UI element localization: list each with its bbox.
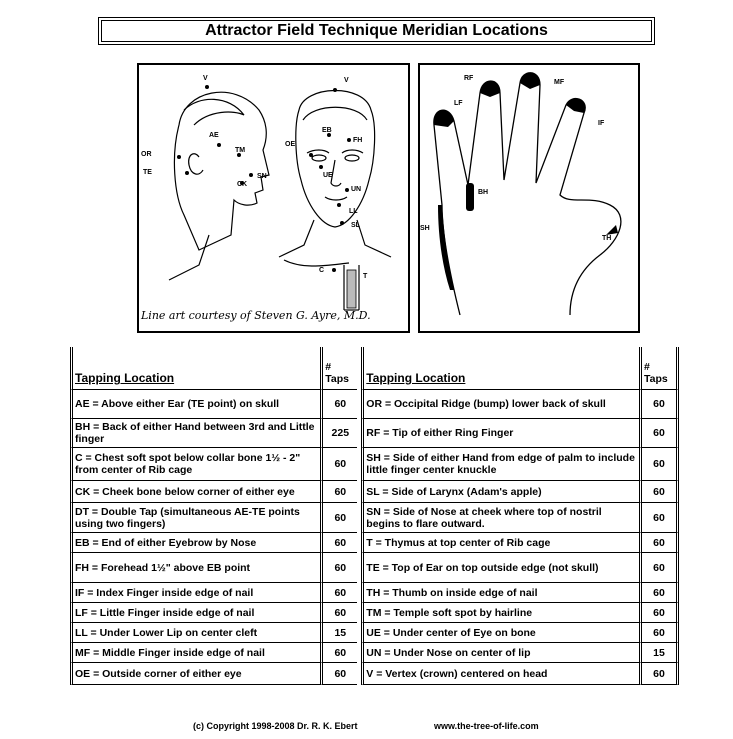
- cell-taps-right: 60: [639, 448, 679, 481]
- cell-taps-right: 60: [639, 623, 679, 643]
- label-th: TH: [602, 235, 612, 242]
- cell-taps-left: 15: [320, 623, 358, 643]
- footer-website: www.the-tree-of-life.com: [434, 721, 539, 731]
- header-location-right: Tapping Location: [361, 347, 639, 390]
- footer-copyright: (c) Copyright 1998-2008 Dr. R. K. Ebert: [193, 721, 358, 731]
- label-if: IF: [598, 120, 605, 127]
- cell-taps-right: 60: [639, 503, 679, 533]
- header-taps-left: #Taps: [320, 347, 358, 390]
- cell-location-left: AE = Above either Ear (TE point) on skul…: [70, 390, 321, 419]
- cell-location-right: V = Vertex (crown) centered on head: [361, 663, 639, 685]
- table-row: CK = Cheek bone below corner of either e…: [70, 481, 679, 503]
- cell-taps-right: 60: [639, 603, 679, 623]
- label-sn: SN: [257, 173, 267, 180]
- cell-location-left: IF = Index Finger inside edge of nail: [70, 583, 321, 603]
- cell-taps-left: 60: [320, 603, 358, 623]
- label-lf: LF: [454, 100, 463, 107]
- table-row: C = Chest soft spot below collar bone 1½…: [70, 448, 679, 481]
- cell-location-right: OR = Occipital Ridge (bump) lower back o…: [361, 390, 639, 419]
- label-t: T: [363, 273, 368, 280]
- label-ll: LL: [349, 208, 358, 215]
- cell-location-left: LL = Under Lower Lip on center cleft: [70, 623, 321, 643]
- label-rf: RF: [464, 75, 474, 82]
- table-row: DT = Double Tap (simultaneous AE-TE poin…: [70, 503, 679, 533]
- cell-taps-right: 60: [639, 419, 679, 448]
- cell-location-right: SN = Side of Nose at cheek where top of …: [361, 503, 639, 533]
- cell-location-right: TE = Top of Ear on top outside edge (not…: [361, 553, 639, 583]
- table-header-row: Tapping Location #Taps Tapping Location …: [70, 347, 679, 390]
- hand-illustration-panel: RF MF LF IF BH SH TH: [418, 63, 640, 333]
- label-ae: AE: [209, 132, 219, 139]
- cell-location-left: LF = Little Finger inside edge of nail: [70, 603, 321, 623]
- cell-location-left: C = Chest soft spot below collar bone 1½…: [70, 448, 321, 481]
- cell-location-right: TM = Temple soft spot by hairline: [361, 603, 639, 623]
- cell-location-right: SH = Side of either Hand from edge of pa…: [361, 448, 639, 481]
- header-location-left: Tapping Location: [70, 347, 321, 390]
- label-fh: FH: [353, 137, 363, 144]
- cell-taps-left: 60: [320, 583, 358, 603]
- cell-location-left: MF = Middle Finger inside edge of nail: [70, 643, 321, 663]
- label-oe: OE: [285, 141, 296, 148]
- label-te: TE: [143, 169, 152, 176]
- label-sl: SL: [351, 222, 360, 229]
- cell-taps-right: 60: [639, 533, 679, 553]
- image-credit: Line art courtesy of Steven G. Ayre, M.D…: [141, 309, 371, 322]
- cell-location-left: DT = Double Tap (simultaneous AE-TE poin…: [70, 503, 321, 533]
- cell-location-left: EB = End of either Eyebrow by Nose: [70, 533, 321, 553]
- cell-location-right: RF = Tip of either Ring Finger: [361, 419, 639, 448]
- header-taps-right: #Taps: [639, 347, 679, 390]
- cell-taps-left: 60: [320, 533, 358, 553]
- label-sh: SH: [420, 225, 430, 232]
- title-box: Attractor Field Technique Meridian Locat…: [98, 17, 655, 45]
- cell-location-left: OE = Outside corner of either eye: [70, 663, 321, 685]
- cell-taps-right: 60: [639, 481, 679, 503]
- cell-taps-left: 60: [320, 643, 358, 663]
- cell-taps-right: 15: [639, 643, 679, 663]
- cell-location-left: BH = Back of either Hand between 3rd and…: [70, 419, 321, 448]
- label-un: UN: [351, 186, 362, 193]
- cell-taps-right: 60: [639, 583, 679, 603]
- cell-taps-left: 60: [320, 663, 358, 685]
- cell-location-left: FH = Forehead 1½" above EB point: [70, 553, 321, 583]
- table-row: BH = Back of either Hand between 3rd and…: [70, 419, 679, 448]
- cell-location-right: T = Thymus at top center of Rib cage: [361, 533, 639, 553]
- label-ck: CK: [237, 181, 248, 188]
- cell-taps-right: 60: [639, 663, 679, 685]
- face-illustration-panel: V AE TM OR TE CK SN V EB FH OE UE UN LL …: [137, 63, 410, 333]
- hand-line-art: [433, 72, 622, 316]
- meridian-table: Tapping Location #Taps Tapping Location …: [70, 347, 679, 685]
- label-tm: TM: [235, 147, 246, 154]
- cell-location-left: CK = Cheek bone below corner of either e…: [70, 481, 321, 503]
- table-row: AE = Above either Ear (TE point) on skul…: [70, 390, 679, 419]
- label-v-front: V: [344, 77, 349, 84]
- label-eb: EB: [322, 127, 332, 134]
- cell-taps-left: 225: [320, 419, 358, 448]
- cell-location-right: UN = Under Nose on center of lip: [361, 643, 639, 663]
- cell-taps-left: 60: [320, 503, 358, 533]
- label-ue: UE: [323, 172, 333, 179]
- cell-location-right: SL = Side of Larynx (Adam's apple): [361, 481, 639, 503]
- label-or: OR: [141, 151, 152, 158]
- label-v-profile: V: [203, 75, 208, 82]
- label-mf: MF: [554, 79, 565, 86]
- cell-taps-left: 60: [320, 481, 358, 503]
- label-bh: BH: [478, 189, 489, 196]
- cell-location-right: TH = Thumb on inside edge of nail: [361, 583, 639, 603]
- cell-location-right: UE = Under center of Eye on bone: [361, 623, 639, 643]
- cell-taps-right: 60: [639, 553, 679, 583]
- cell-taps-left: 60: [320, 553, 358, 583]
- page-title: Attractor Field Technique Meridian Locat…: [101, 20, 652, 42]
- cell-taps-right: 60: [639, 390, 679, 419]
- label-c: C: [319, 267, 325, 274]
- face-line-art: [168, 85, 392, 311]
- cell-taps-left: 60: [320, 390, 358, 419]
- cell-taps-left: 60: [320, 448, 358, 481]
